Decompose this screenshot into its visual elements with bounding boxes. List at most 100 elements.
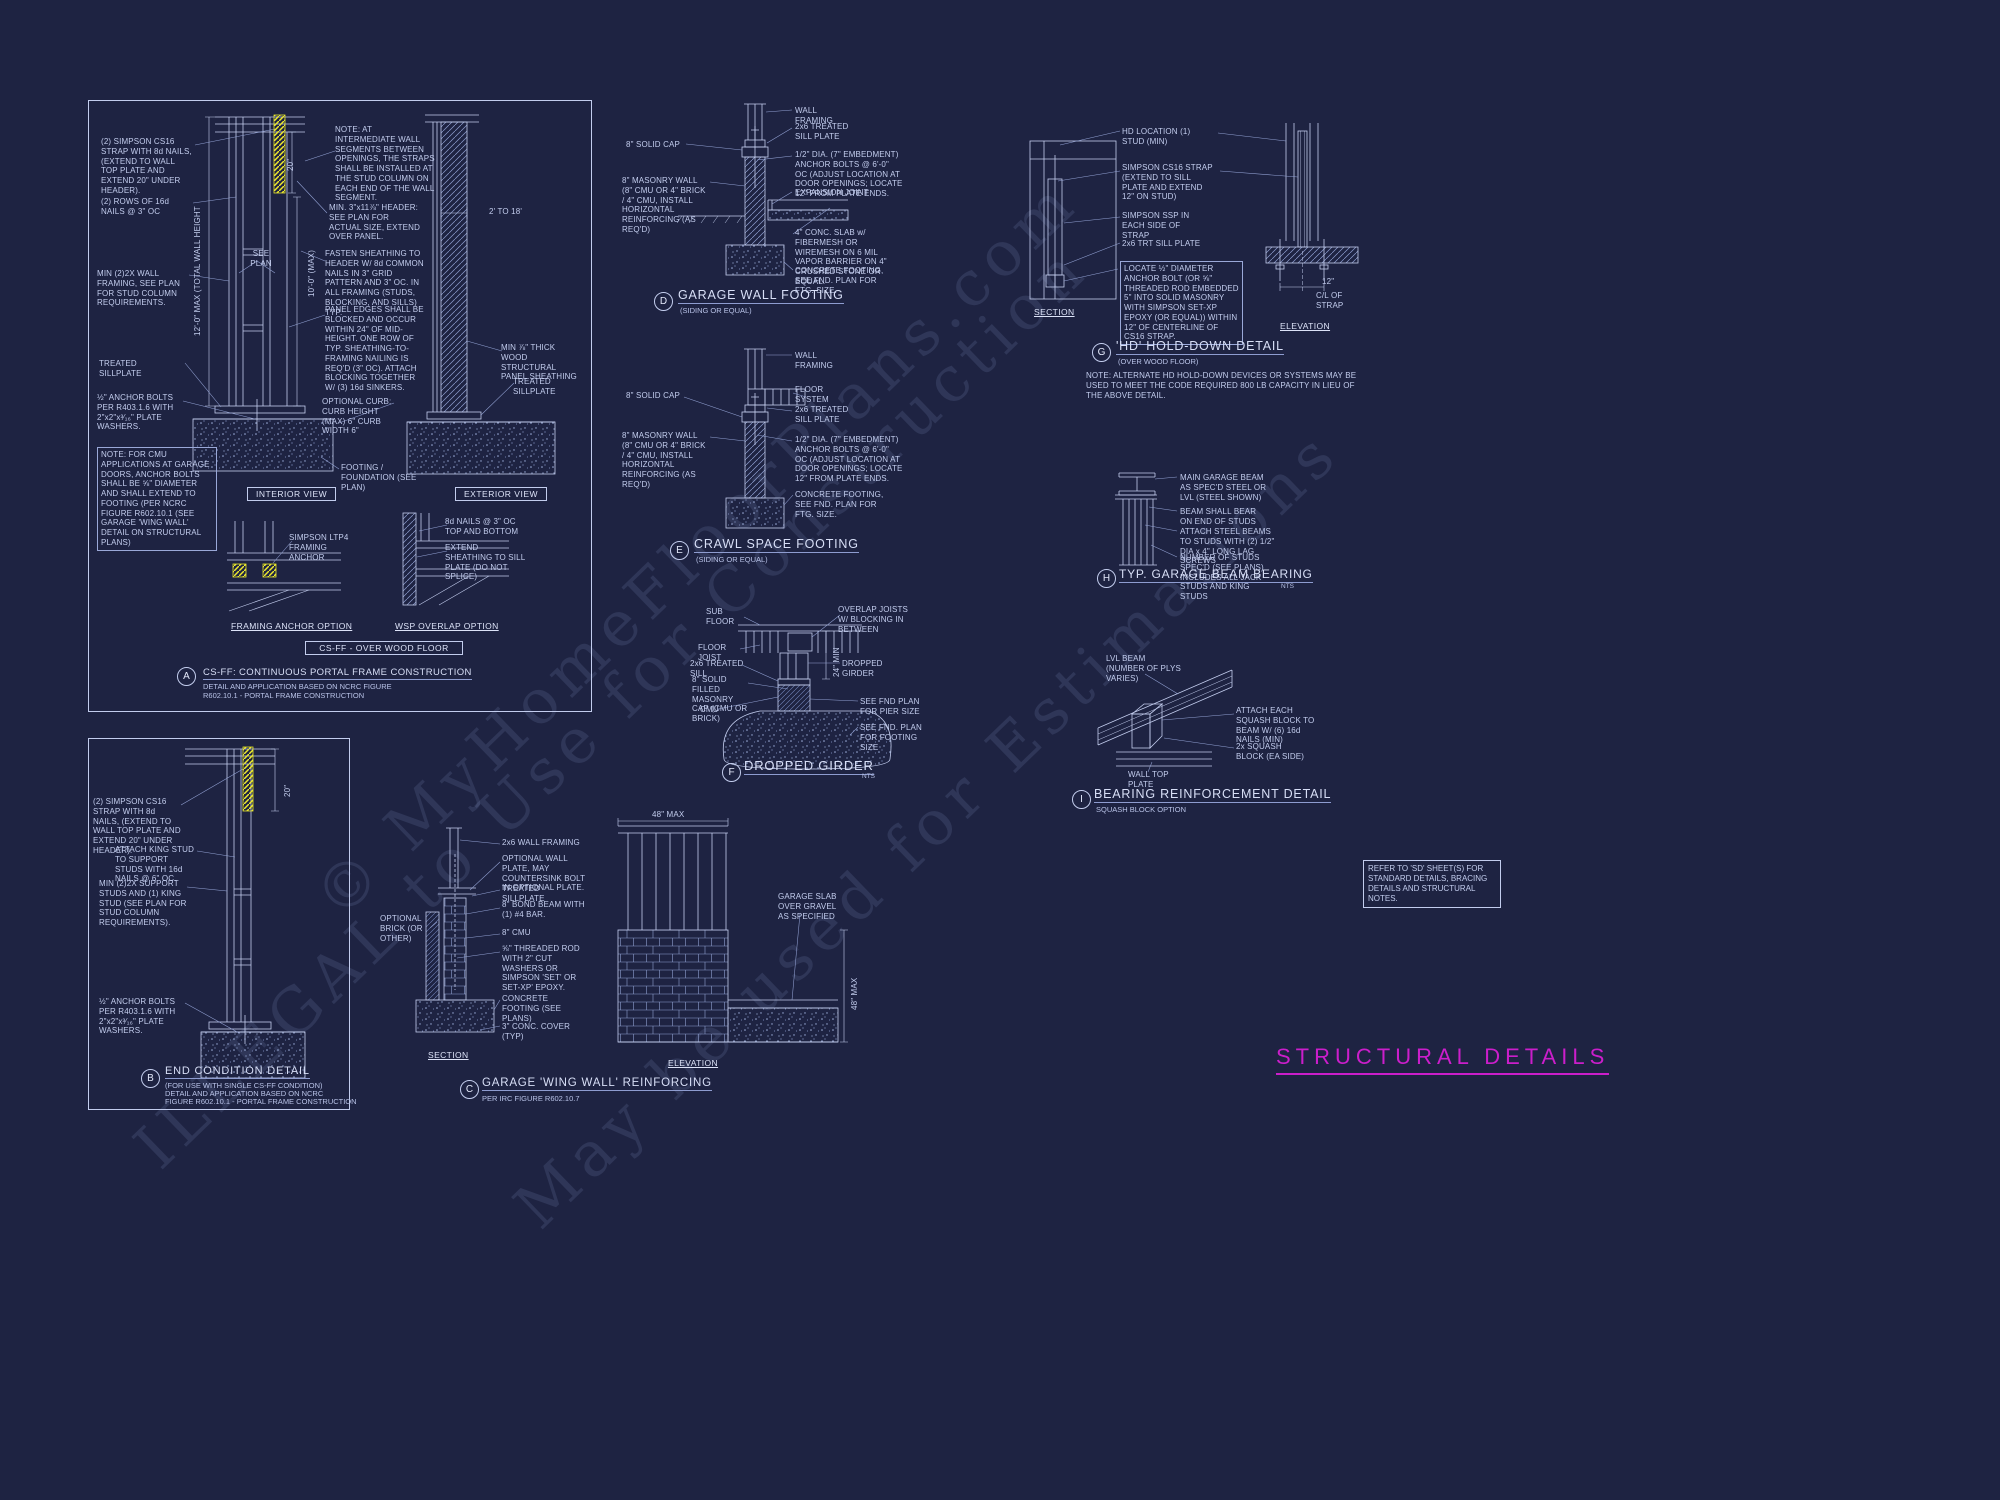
detail-g-note: NOTE: ALTERNATE HD HOLD-DOWN DEVICES OR … [1086, 371, 1357, 400]
detail-c-sub: PER IRC FIGURE R602.10.7 [482, 1094, 580, 1103]
detail-b-title: END CONDITION DETAIL [165, 1065, 310, 1079]
label-masonry-wall: 8" MASONRY WALL (8" CMU OR 4" BRICK / 4"… [622, 176, 706, 234]
detail-h-title: TYP. GARAGE BEAM BEARING [1119, 567, 1313, 583]
label-masonry-cap: 8" SOLID FILLED MASONRY CAP (CMU OR BRIC… [692, 675, 748, 723]
label-threaded-rod: ⅝" THREADED ROD WITH 2" CUT WASHERS OR S… [502, 944, 580, 992]
label-fasten-sheathing: FASTEN SHEATHING TO HEADER W/ 8d COMMON … [325, 249, 424, 317]
label-cl-strap: C/L OF STRAP [1316, 291, 1344, 310]
wsp-overlap-option-title: WSP OVERLAP OPTION [395, 621, 499, 631]
framing-anchor-option-title: FRAMING ANCHOR OPTION [231, 621, 353, 631]
label-hd-location: HD LOCATION (1) STUD (MIN) [1122, 127, 1191, 146]
detail-g-sub: (OVER WOOD FLOOR) [1118, 357, 1199, 366]
detail-a-title: CS-FF: CONTINUOUS PORTAL FRAME CONSTRUCT… [203, 667, 472, 680]
detail-d-title: GARAGE WALL FOOTING [678, 288, 844, 304]
detail-b-letter: B [141, 1069, 160, 1088]
detail-g-hold-down: HD LOCATION (1) STUD (MIN) SIMPSON CS16 … [1020, 115, 1360, 435]
label-strap: SIMPSON CS16 STRAP (EXTEND TO SILL PLATE… [1122, 163, 1213, 202]
detail-h-nts: NTS [1281, 583, 1294, 590]
label-support-studs: MIN (2)2X SUPPORT STUDS AND (1) KING STU… [99, 879, 187, 927]
label-treated-sillplate-right: TREATED SILLPLATE [513, 377, 556, 396]
label-panel-edges: PANEL EDGES SHALL BE BLOCKED AND OCCUR W… [325, 305, 424, 392]
detail-f-letter: F [722, 763, 741, 782]
label-lvl-beam: LVL BEAM (NUMBER OF PLYS VARIES) [1106, 654, 1181, 683]
detail-e-title: CRAWL SPACE FOOTING [694, 537, 859, 553]
label-pier: SEE FND PLAN FOR PIER SIZE [860, 697, 920, 716]
detail-d-letter: D [654, 292, 673, 311]
label-see-plan: SEE PLAN [250, 249, 272, 268]
label-sub-floor: SUB FLOOR [706, 607, 735, 626]
detail-f-title: DROPPED GIRDER [744, 758, 874, 775]
detail-i-sub: SQUASH BLOCK OPTION [1096, 805, 1187, 814]
label-dim-height: 12'-0" MAX (TOTAL WALL HEIGHT [193, 206, 202, 336]
label-header: MIN. 3"x11⅞" HEADER: SEE PLAN FOR ACTUAL… [329, 203, 421, 242]
section-tag: SECTION [1034, 307, 1075, 317]
label-cmu: CMU [700, 705, 719, 714]
label-expansion-joint: EXPANSION JOINT [795, 188, 869, 197]
detail-a-sub1: DETAIL AND APPLICATION BASED ON NCRC FIG… [203, 682, 392, 691]
label-sill: 2x6 TRT SILL PLATE [1122, 239, 1201, 248]
label-wall-framing: WALL FRAMING [795, 106, 833, 125]
over-wood-floor-tag: CS-FF - OVER WOOD FLOOR [305, 641, 463, 655]
label-footing: CONCRETE FOOTING, SEE FND. PLAN FOR FTG.… [795, 266, 884, 295]
label-dim-12: 12" [1322, 277, 1335, 286]
label-solid-cap: 8" SOLID CAP [626, 391, 680, 400]
label-overlap: OVERLAP JOISTS W/ BLOCKING IN BETWEEN [838, 605, 908, 634]
detail-b-drawing [180, 746, 306, 1079]
detail-b-sub3: FIGURE R602.10.1 - PORTAL FRAME CONSTRUC… [165, 1097, 357, 1106]
label-treated-sillplate-left: TREATED SILLPLATE [99, 359, 142, 378]
label-dim-20: 20" [283, 784, 292, 797]
detail-i-bearing-reinforcement: LVL BEAM (NUMBER OF PLYS VARIES) ATTACH … [1070, 650, 1370, 815]
label-cmu: 8" CMU [502, 928, 531, 937]
label-bond-beam: 8" BOND BEAM WITH (1) #4 BAR. [502, 900, 585, 919]
label-optional-plate: OPTIONAL WALL PLATE, MAY COUNTERSINK BOL… [502, 854, 586, 893]
label-masonry-wall: 8" MASONRY WALL (8" CMU OR 4" BRICK / 4"… [622, 431, 706, 489]
label-king-stud: ATTACH KING STUD TO SUPPORT STUDS WITH 1… [115, 845, 194, 884]
label-sill-plate: 2x6 TREATED SILL PLATE [795, 122, 849, 141]
label-dropped-girder: DROPPED GIRDER [842, 659, 883, 678]
detail-i-title: BEARING REINFORCEMENT DETAIL [1094, 787, 1332, 803]
detail-i-drawing [1097, 669, 1235, 773]
label-dim-20: 20" [286, 158, 295, 171]
label-wall-framing: WALL FRAMING [795, 351, 833, 370]
detail-f-dropped-girder: SUB FLOOR OVERLAP JOISTS W/ BLOCKING IN … [690, 595, 950, 790]
elevation-tag: ELEVATION [1280, 321, 1331, 331]
label-anchor-bolts: 1/2" DIA. (7" EMBEDMENT) ANCHOR BOLTS @ … [795, 150, 903, 198]
detail-d-drawing [676, 103, 849, 276]
label-wood-panel: MIN ⅞" THICK WOOD STRUCTURAL PANEL SHEAT… [501, 343, 577, 382]
detail-c-letter: C [460, 1080, 479, 1099]
detail-c-title: GARAGE 'WING WALL' REINFORCING [482, 1077, 712, 1091]
label-rows-nails: (2) ROWS OF 16d NAILS @ 3" OC [101, 197, 170, 216]
label-sill-plate: 2x6 TREATED SILL PLATE [795, 405, 849, 424]
detail-e-sub: (SIDING OR EQUAL) [696, 555, 768, 564]
label-strap: (2) SIMPSON CS16 STRAP WITH 8d NAILS, (E… [93, 797, 181, 855]
label-footing: SEE FND. PLAN FOR FOOTING SIZE [860, 723, 922, 752]
detail-d-sub: (SIDING OR EQUAL) [680, 306, 752, 315]
label-cover: 3" CONC. COVER (TYP) [502, 1022, 571, 1041]
label-lag: ATTACH STEEL BEAMS TO STUDS WITH (2) 1/2… [1180, 527, 1275, 566]
detail-f-nts: NTS [862, 773, 875, 780]
section-tag: SECTION [428, 1050, 469, 1060]
label-floor-system: FLOOR SYSTEM [795, 385, 829, 404]
detail-a-sub2: R602.10.1 - PORTAL FRAME CONSTRUCTION [203, 691, 365, 700]
detail-h-drawing [1115, 472, 1178, 566]
detail-a-portal-frame: (2) SIMPSON CS16 STRAP WITH 8d NAILS, (E… [88, 100, 592, 712]
detail-b-sub2: DETAIL AND APPLICATION BASED ON NCRC [165, 1089, 324, 1098]
detail-b-sub1: (FOR USE WITH SINGLE CS-FF CONDITION) [165, 1081, 323, 1090]
detail-g-letter: G [1092, 343, 1111, 362]
label-footing: FOOTING / FOUNDATION (SEE PLAN) [341, 463, 417, 492]
detail-c-wing-wall: 2x6 WALL FRAMING OPTIONAL WALL PLATE, MA… [380, 810, 860, 1108]
label-strap: (2) SIMPSON CS16 STRAP WITH 8d NAILS, (E… [101, 137, 192, 195]
detail-h-beam-bearing: MAIN GARAGE BEAM AS SPEC'D STEEL OR LVL … [1095, 465, 1385, 601]
label-solid-cap: 8" SOLID CAP [626, 140, 680, 149]
label-wall-framing: 2x6 WALL FRAMING [502, 838, 580, 847]
label-anchor-bolts: ½" ANCHOR BOLTS PER R403.1.6 WITH 2"x2"x… [97, 393, 174, 432]
label-footing: CONCRETE FOOTING (SEE PLANS) [502, 994, 562, 1023]
label-ltp4: SIMPSON LTP4 FRAMING ANCHOR [289, 533, 349, 562]
label-wall-top: WALL TOP PLATE [1128, 770, 1169, 789]
label-squash-attach: ATTACH EACH SQUASH BLOCK TO BEAM W/ (6) … [1236, 706, 1315, 745]
label-ssp: SIMPSON SSP IN EACH SIDE OF STRAP [1122, 211, 1190, 240]
label-bear: BEAM SHALL BEAR ON END OF STUDS [1180, 507, 1257, 526]
label-dim-48-h: 48" MAX [652, 810, 685, 819]
label-garage-slab: GARAGE SLAB OVER GRAVEL AS SPECIFIED [778, 892, 837, 921]
